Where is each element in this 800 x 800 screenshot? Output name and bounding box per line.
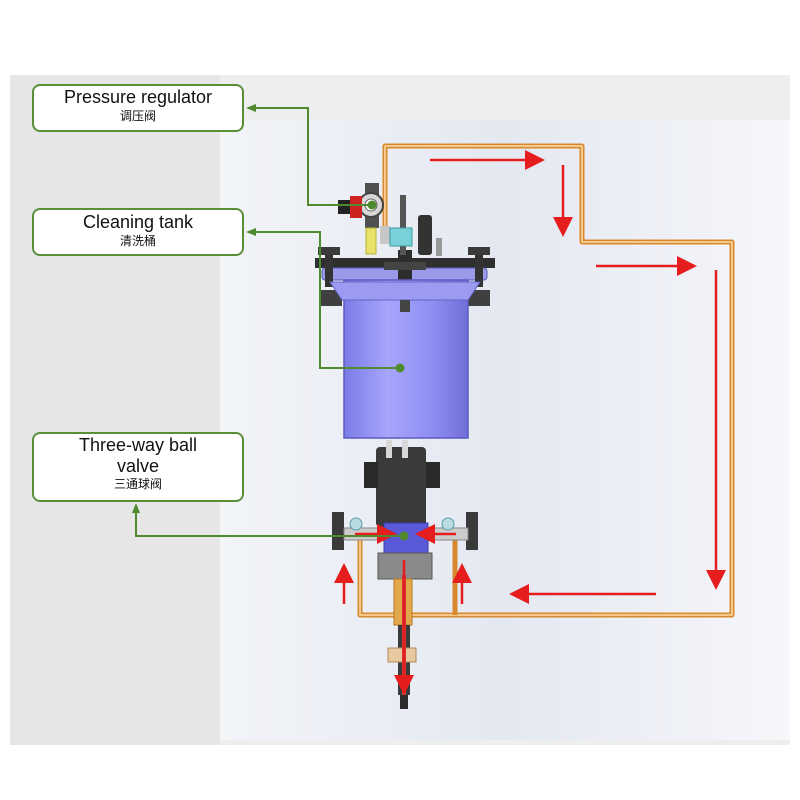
cleaning-tank-callout: Cleaning tank 清洗桶 (32, 208, 244, 256)
pressure-regulator-label: Pressure regulator (63, 87, 213, 107)
three-way-valve-label-line1: Three-way ball (78, 435, 198, 455)
cleaning-tank-label: Cleaning tank (82, 212, 194, 232)
flow-arrows (334, 150, 726, 695)
three-way-valve-callout: Three-way ball valve 三通球阀 (32, 432, 244, 502)
pressure-regulator-callout: Pressure regulator 调压阀 (32, 84, 244, 132)
leader-three-way-valve (135, 505, 404, 537)
leader-pressure-regulator (248, 107, 372, 206)
pressure-regulator-label-zh: 调压阀 (119, 108, 156, 123)
three-way-valve-label-line2: valve (116, 455, 160, 476)
background-panel (10, 75, 790, 745)
cleaning-tank (329, 279, 481, 439)
cleaning-tank-label-zh: 清洗桶 (119, 233, 156, 248)
tank-lid (315, 195, 495, 310)
three-way-valve-label-zh: 三通球阀 (113, 477, 162, 492)
leader-cleaning-tank (248, 231, 400, 369)
leader-lines (132, 104, 409, 541)
